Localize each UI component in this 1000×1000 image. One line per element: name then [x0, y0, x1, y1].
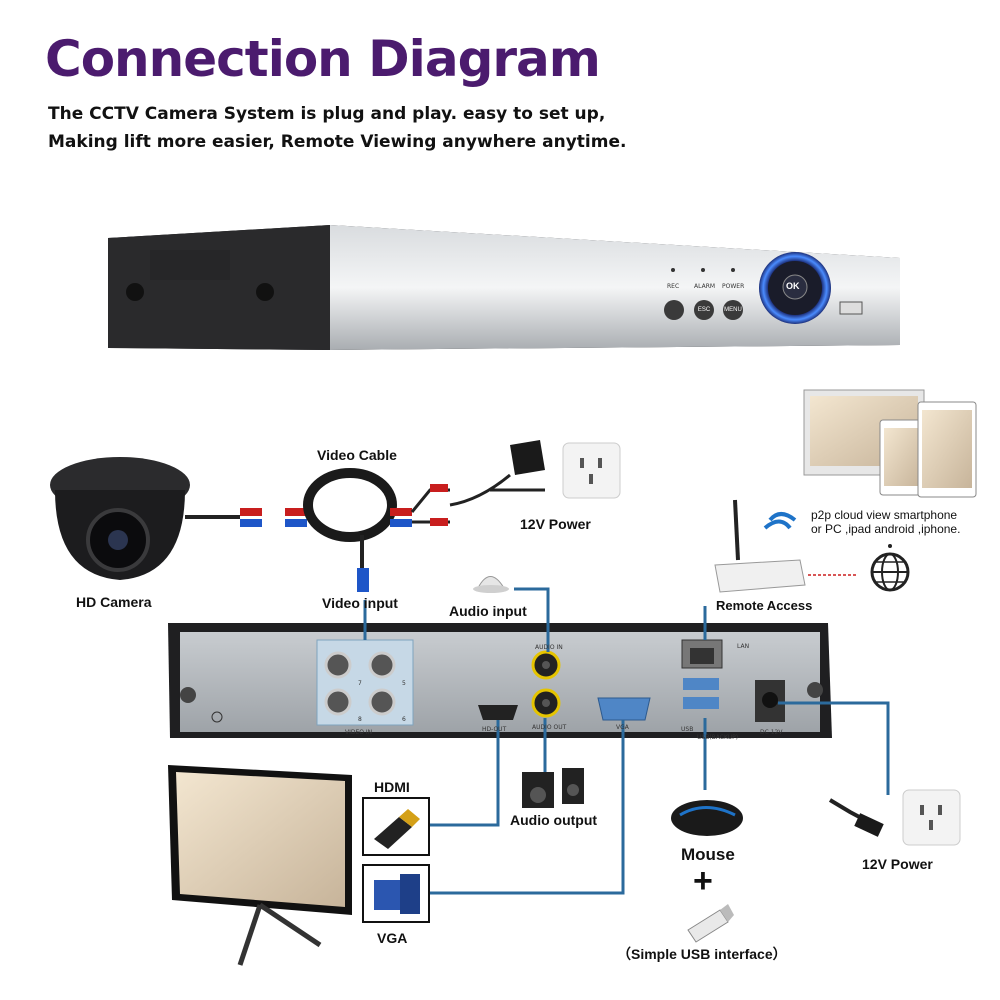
dvr-rear	[168, 623, 832, 738]
menu-button[interactable]: MENU	[723, 300, 743, 320]
rec-button[interactable]	[664, 300, 684, 320]
page-title: Connection Diagram	[45, 30, 601, 88]
dome-camera	[50, 457, 190, 580]
ch6-label: 6	[402, 716, 406, 723]
mouse-label: Mouse	[681, 845, 735, 864]
hdmi-connector-box	[362, 797, 430, 856]
audio-in-label: AUDIO IN	[535, 644, 563, 651]
remote-devices	[803, 389, 977, 498]
usb-port-label: USB	[681, 726, 694, 733]
ch5-label: 5	[402, 680, 406, 687]
vga-connector-box	[362, 864, 430, 923]
subtitle-line-1: The CCTV Camera System is plug and play.…	[48, 104, 606, 124]
remote-access-label: Remote Access	[716, 598, 813, 613]
power-bottom-label: 12V Power	[862, 856, 933, 872]
subtitle-line-2: Making lift more easier, Remote Viewing …	[48, 132, 627, 152]
audio-output-label: Audio output	[510, 812, 598, 828]
hdmi-label: HDMI	[374, 779, 410, 795]
microphone	[473, 576, 509, 593]
power-label: POWER	[722, 283, 745, 290]
ok-button[interactable]: OK	[786, 281, 800, 291]
ch7-label: 7	[358, 680, 362, 687]
dc-label: DC 12V	[760, 729, 783, 736]
usb-interface-label: （Simple USB interface）	[617, 946, 787, 962]
connection-lines	[363, 587, 890, 895]
vga-plug-icon	[374, 874, 420, 914]
dvr-front	[108, 225, 900, 350]
hdmi-plug-icon	[374, 809, 420, 849]
mouse	[671, 800, 743, 836]
plus-sign: +	[693, 862, 713, 900]
usb-stick	[687, 904, 734, 943]
speakers	[522, 768, 584, 808]
audio-out-label: AUDIO OUT	[532, 724, 567, 731]
hd-out-label: HD-OUT	[482, 726, 507, 733]
video-cable-label: Video Cable	[317, 447, 397, 463]
hd-camera-label: HD Camera	[76, 594, 152, 610]
router	[714, 499, 806, 593]
power-adapter-top	[449, 440, 621, 507]
globe-icon	[870, 544, 910, 592]
power-top-label: 12V Power	[520, 516, 591, 532]
alarm-label: ALARM	[694, 283, 716, 290]
video-input-label: Video input	[322, 595, 398, 611]
ch8-label: 8	[358, 716, 362, 723]
vga-port-label: VGA	[616, 724, 629, 731]
p2p-label-line-2: or PC ,ipad android ,iphone.	[811, 522, 961, 536]
monitor	[168, 765, 352, 966]
vga-label: VGA	[377, 930, 408, 946]
video-cable	[185, 468, 450, 592]
video-in-label: VIDEO IN	[345, 729, 373, 736]
p2p-label-line-1: p2p cloud view smartphone	[811, 508, 958, 522]
usb-backup-label: USB(BACKUP)	[697, 734, 739, 741]
audio-input-label: Audio input	[449, 603, 527, 619]
power-adapter-bottom	[828, 789, 961, 846]
lan-label: LAN	[737, 643, 750, 650]
esc-button[interactable]: ESC	[694, 300, 714, 320]
rec-label: REC	[667, 283, 680, 290]
